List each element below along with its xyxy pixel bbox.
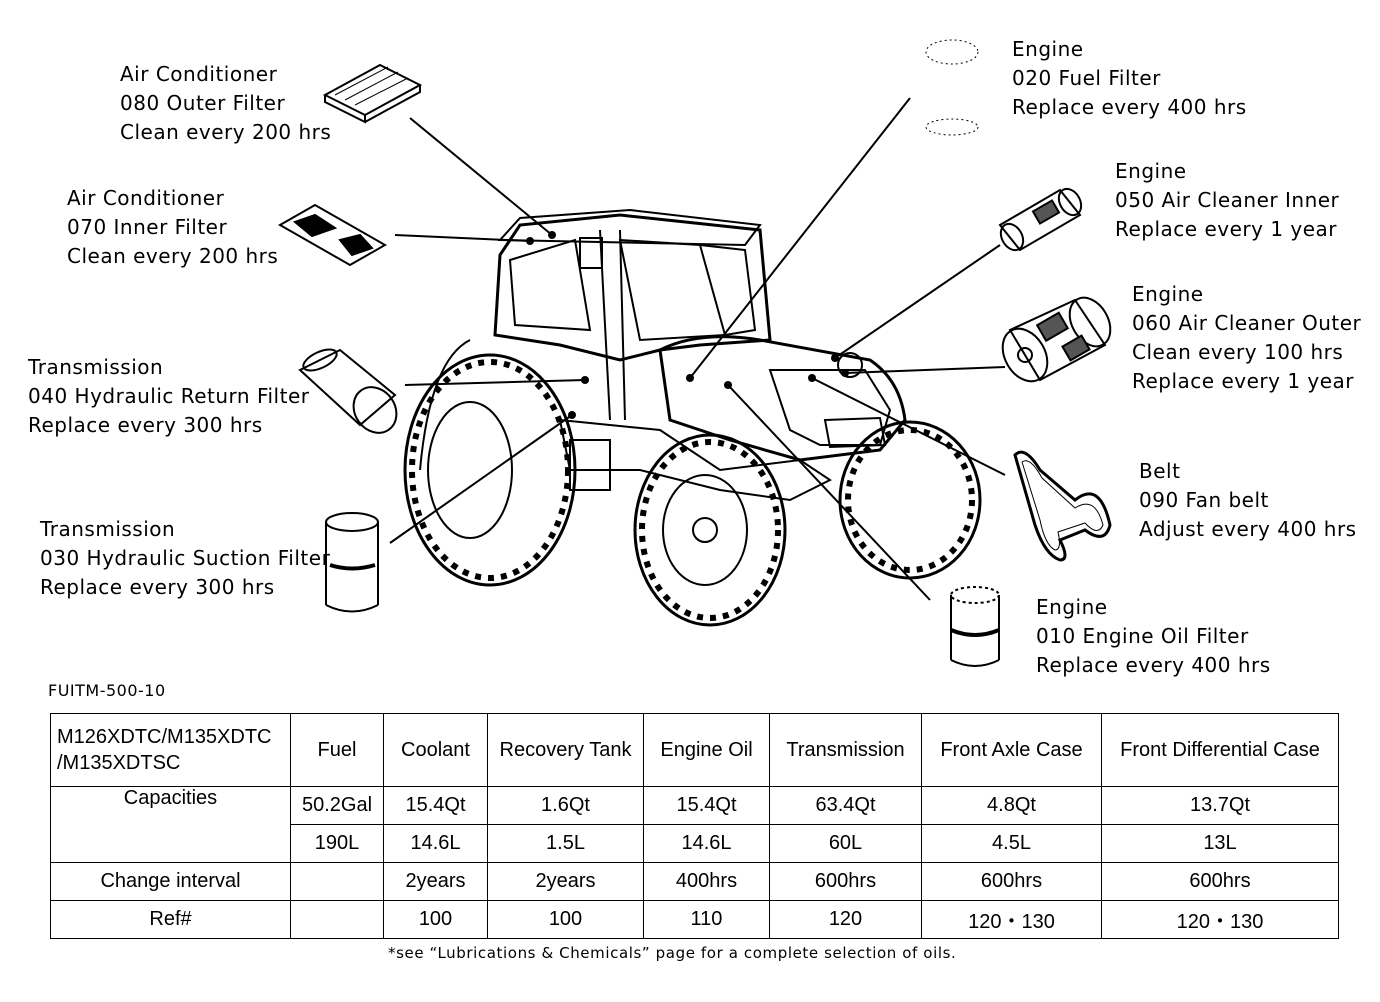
table-cell: 600hrs <box>770 863 922 901</box>
callout-fuel-filter: Engine 020 Fuel Filter Replace every 400… <box>1012 35 1247 122</box>
footnote: *see “Lubrications & Chemicals” page for… <box>388 944 956 962</box>
table-row: Ref# 100 100 110 120 120・130 120・130 <box>51 901 1339 939</box>
table-cell: 120 <box>770 901 922 939</box>
table-cell: 400hrs <box>644 863 770 901</box>
callout-hydraulic-suction-filter: Transmission 030 Hydraulic Suction Filte… <box>40 515 330 602</box>
callout-line: Engine <box>1115 157 1339 186</box>
table-cell: 14.6L <box>384 825 488 863</box>
hydraulic-return-filter-icon <box>300 345 405 441</box>
callout-line: 030 Hydraulic Suction Filter <box>40 544 330 573</box>
callout-line: Replace every 400 hrs <box>1012 93 1247 122</box>
table-cell: 120・130 <box>1102 901 1339 939</box>
header-cell: Recovery Tank <box>488 714 644 787</box>
figure-code: FUITM-500-10 <box>48 681 166 700</box>
table-cell: 120・130 <box>922 901 1102 939</box>
callout-line: Transmission <box>40 515 330 544</box>
callout-line: 050 Air Cleaner Inner <box>1115 186 1339 215</box>
table-cell: 190L <box>291 825 384 863</box>
callout-line: Replace every 300 hrs <box>28 411 309 440</box>
rear-left-tire <box>405 355 575 585</box>
callout-line: 040 Hydraulic Return Filter <box>28 382 309 411</box>
callout-line: Replace every 1 year <box>1132 367 1361 396</box>
callout-line: Engine <box>1132 280 1361 309</box>
callout-line: Belt <box>1139 457 1357 486</box>
model-cell: M126XDTC/M135XDTC /M135XDTSC <box>51 714 291 787</box>
row-label: Capacities <box>51 787 291 825</box>
table-cell <box>291 901 384 939</box>
table-cell: 2years <box>488 863 644 901</box>
table-cell: 600hrs <box>1102 863 1339 901</box>
table-cell: 100 <box>384 901 488 939</box>
table-cell: 100 <box>488 901 644 939</box>
callout-inner-filter: Air Conditioner 070 Inner Filter Clean e… <box>67 184 278 271</box>
model-line: M126XDTC/M135XDTC <box>57 724 284 750</box>
callout-line: Air Conditioner <box>120 60 331 89</box>
callout-fan-belt: Belt 090 Fan belt Adjust every 400 hrs <box>1139 457 1357 544</box>
row-label-empty <box>51 825 291 863</box>
hydraulic-suction-filter-icon <box>326 513 378 612</box>
table-row: 190L 14.6L 1.5L 14.6L 60L 4.5L 13L <box>51 825 1339 863</box>
table-cell: 63.4Qt <box>770 787 922 825</box>
callout-line: 010 Engine Oil Filter <box>1036 622 1271 651</box>
header-cell: Front Axle Case <box>922 714 1102 787</box>
table-cell: 2years <box>384 863 488 901</box>
air-cleaner-outer-icon <box>994 290 1119 389</box>
inner-filter-icon <box>280 205 385 265</box>
fan-belt-icon <box>1015 452 1110 560</box>
callout-line: Clean every 200 hrs <box>120 118 331 147</box>
table-row: Capacities 50.2Gal 15.4Qt 1.6Qt 15.4Qt 6… <box>51 787 1339 825</box>
header-cell: Coolant <box>384 714 488 787</box>
leader-lines <box>390 98 1005 600</box>
callout-line: Air Conditioner <box>67 184 278 213</box>
callout-outer-filter: Air Conditioner 080 Outer Filter Clean e… <box>120 60 331 147</box>
table-cell: 14.6L <box>644 825 770 863</box>
callout-line: Replace every 1 year <box>1115 215 1339 244</box>
header-cell: Front Differential Case <box>1102 714 1339 787</box>
table-cell: 1.6Qt <box>488 787 644 825</box>
callout-line: Engine <box>1036 593 1271 622</box>
callout-engine-oil-filter: Engine 010 Engine Oil Filter Replace eve… <box>1036 593 1271 680</box>
callout-line: 060 Air Cleaner Outer <box>1132 309 1361 338</box>
air-cleaner-inner-icon <box>996 185 1085 254</box>
table-cell: 50.2Gal <box>291 787 384 825</box>
callout-line: Clean every 200 hrs <box>67 242 278 271</box>
table-cell: 4.8Qt <box>922 787 1102 825</box>
table-cell: 600hrs <box>922 863 1102 901</box>
header-cell: Engine Oil <box>644 714 770 787</box>
table-row: Change interval 2years 2years 400hrs 600… <box>51 863 1339 901</box>
rear-left-rim <box>428 402 512 538</box>
callout-line: 080 Outer Filter <box>120 89 331 118</box>
table-header-row: M126XDTC/M135XDTC /M135XDTSC Fuel Coolan… <box>51 714 1339 787</box>
header-cell: Transmission <box>770 714 922 787</box>
table-cell: 110 <box>644 901 770 939</box>
table-cell: 13.7Qt <box>1102 787 1339 825</box>
outer-filter-icon <box>325 65 420 122</box>
callout-line: Clean every 100 hrs <box>1132 338 1361 367</box>
callout-line: 090 Fan belt <box>1139 486 1357 515</box>
engine-oil-filter-icon <box>951 587 999 666</box>
header-cell: Fuel <box>291 714 384 787</box>
model-line: /M135XDTSC <box>57 750 284 776</box>
table-cell <box>291 863 384 901</box>
capacities-table: M126XDTC/M135XDTC /M135XDTSC Fuel Coolan… <box>50 713 1339 939</box>
row-label: Change interval <box>51 863 291 901</box>
table-cell: 13L <box>1102 825 1339 863</box>
callout-line: Replace every 400 hrs <box>1036 651 1271 680</box>
callout-hydraulic-return-filter: Transmission 040 Hydraulic Return Filter… <box>28 353 309 440</box>
callout-line: Adjust every 400 hrs <box>1139 515 1357 544</box>
fuel-filter-icon <box>926 40 978 135</box>
callout-air-cleaner-outer: Engine 060 Air Cleaner Outer Clean every… <box>1132 280 1361 396</box>
callout-line: 070 Inner Filter <box>67 213 278 242</box>
table-cell: 4.5L <box>922 825 1102 863</box>
row-label: Ref# <box>51 901 291 939</box>
callout-line: Transmission <box>28 353 309 382</box>
callout-line: 020 Fuel Filter <box>1012 64 1247 93</box>
callout-line: Replace every 300 hrs <box>40 573 330 602</box>
table-cell: 60L <box>770 825 922 863</box>
table-cell: 1.5L <box>488 825 644 863</box>
callout-air-cleaner-inner: Engine 050 Air Cleaner Inner Replace eve… <box>1115 157 1339 244</box>
callout-line: Engine <box>1012 35 1247 64</box>
table-cell: 15.4Qt <box>384 787 488 825</box>
table-cell: 15.4Qt <box>644 787 770 825</box>
